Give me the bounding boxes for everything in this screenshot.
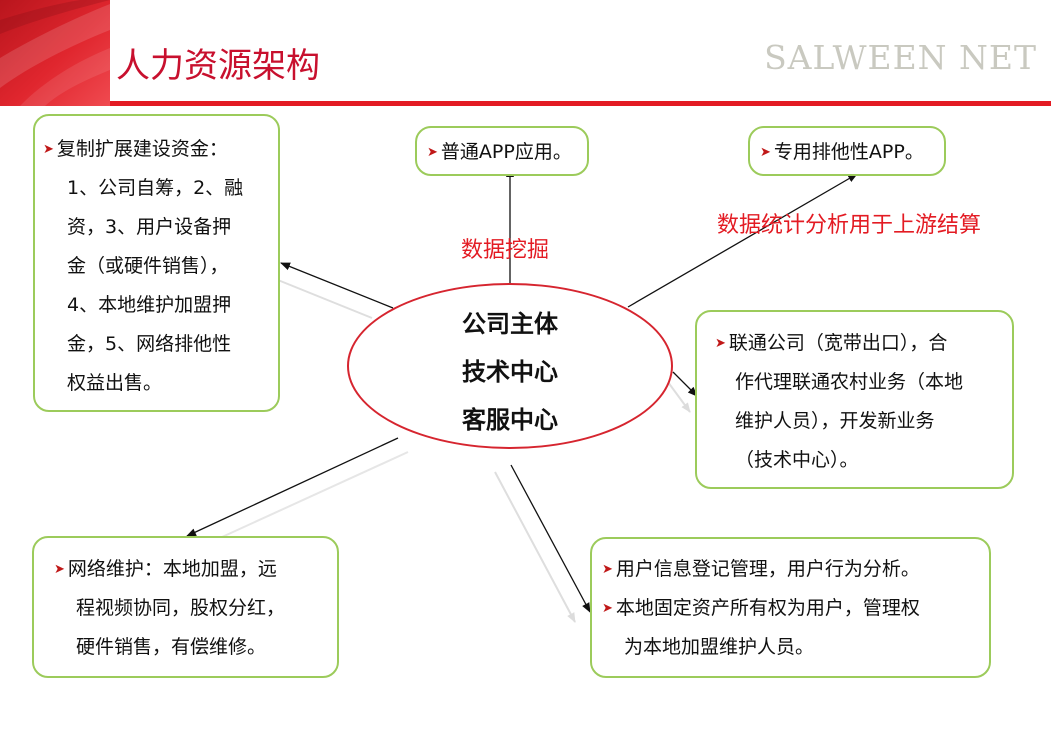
- center-line: 客服中心: [462, 406, 558, 434]
- bullet-icon: ➤: [760, 145, 771, 160]
- app-exclusive-text: 专用排他性APP。: [773, 141, 924, 163]
- capital-box: ➤复制扩展建设资金： 1、公司自筹，2、融 资，3、用户设备押 金（或硬件销售）…: [33, 114, 280, 412]
- corner-decoration: [0, 0, 110, 106]
- bullet-icon: ➤: [54, 562, 65, 577]
- arrow-to-network: [186, 437, 399, 537]
- bullet-icon: ➤: [43, 142, 54, 157]
- bullet-icon: ➤: [427, 145, 438, 160]
- arrow-to-capital: [280, 262, 394, 309]
- arrow-shadow: [267, 275, 373, 319]
- center-line: 技术中心: [462, 358, 558, 386]
- capital-line: 资，3、用户设备押: [67, 216, 232, 238]
- unicom-line: 维护人员），开发新业务: [735, 410, 935, 432]
- unicom-line: ➤联通公司（宽带出口），合: [715, 332, 948, 354]
- arrow-shadow: [197, 451, 409, 549]
- header-divider: [110, 101, 1051, 106]
- app-general-text: 普通APP应用。: [440, 141, 572, 163]
- app-exclusive-box: ➤专用排他性APP。: [748, 126, 946, 176]
- network-box: ➤网络维护：本地加盟，远 程视频协同，股权分红， 硬件销售，有偿维修。: [32, 536, 339, 678]
- page-title: 人力资源架构: [116, 46, 320, 86]
- user-line: ➤用户信息登记管理，用户行为分析。: [602, 558, 920, 580]
- bullet-icon: ➤: [602, 601, 613, 616]
- user-box: ➤用户信息登记管理，用户行为分析。 ➤本地固定资产所有权为用户，管理权 为本地加…: [590, 537, 991, 678]
- unicom-line: 作代理联通农村业务（本地: [735, 371, 964, 393]
- network-line: 硬件销售，有偿维修。: [76, 636, 267, 658]
- arrow-to-app-exclusive: [627, 173, 858, 308]
- network-line: 程视频协同，股权分红，: [76, 597, 286, 619]
- arrow-to-user: [510, 464, 591, 613]
- center-ellipse: 公司主体 技术中心 客服中心: [347, 283, 673, 449]
- brand-logo-text: SALWEEN NET: [764, 38, 1037, 77]
- center-line: 公司主体: [462, 310, 558, 338]
- unicom-box: ➤联通公司（宽带出口），合 作代理联通农村业务（本地 维护人员），开发新业务 （…: [695, 310, 1014, 489]
- label-stats-analysis: 数据统计分析用于上游结算: [717, 213, 982, 238]
- capital-line: 1、公司自筹，2、融: [67, 177, 244, 199]
- capital-line: 4、本地维护加盟押: [67, 294, 232, 316]
- label-data-mining: 数据挖掘: [461, 238, 550, 263]
- arrow-to-unicom: [672, 371, 698, 397]
- app-general-box: ➤普通APP应用。: [415, 126, 589, 176]
- bullet-icon: ➤: [715, 336, 726, 351]
- user-line: ➤本地固定资产所有权为用户，管理权: [602, 597, 920, 619]
- capital-heading: ➤复制扩展建设资金：: [43, 138, 228, 160]
- capital-line: 权益出售。: [67, 372, 163, 394]
- bullet-icon: ➤: [602, 562, 613, 577]
- capital-line: 金，5、网络排他性: [67, 333, 232, 355]
- arrow-shadow: [494, 471, 576, 623]
- unicom-line: （技术中心）。: [735, 449, 859, 471]
- user-line: 为本地加盟维护人员。: [624, 636, 815, 658]
- capital-line: 金（或硬件销售），: [67, 255, 229, 277]
- network-line: ➤网络维护：本地加盟，远: [54, 558, 277, 580]
